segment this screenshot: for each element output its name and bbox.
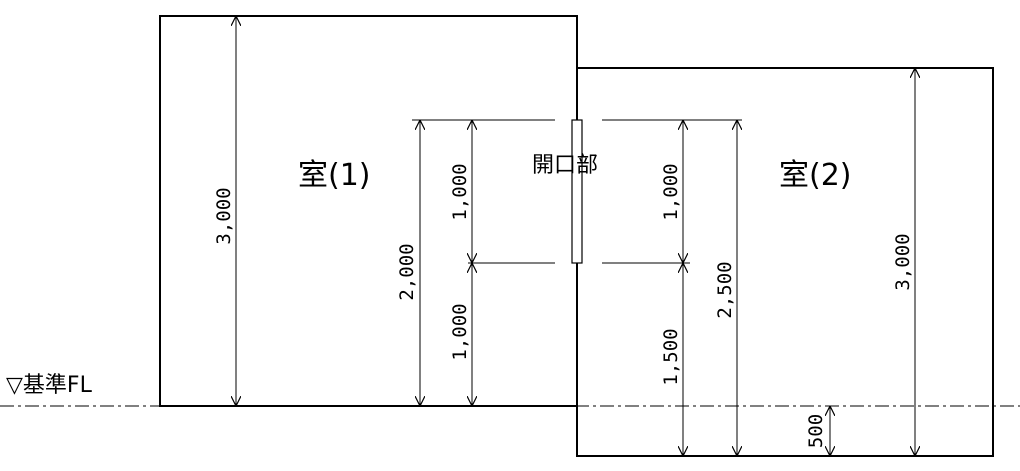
reference-fl-label: ▽基準FL: [6, 373, 93, 398]
dim-text-room1-height: 3,000: [213, 187, 235, 244]
dim-text-opening-sill-left: 1,000: [449, 303, 471, 360]
opening-window: [571, 119, 583, 264]
extension-lines: [412, 119, 742, 264]
dim-text-room1-opening-top: 2,000: [396, 243, 418, 300]
dim-text-room2-height: 3,000: [892, 233, 914, 290]
dim-text-room2-floor-offset: 500: [805, 414, 827, 448]
dim-text-opening-height-right: 1,000: [660, 163, 682, 220]
dim-text-opening-sill-right: 1,500: [660, 328, 682, 385]
opening-label: 開口部: [532, 153, 598, 178]
room2-outline: [576, 67, 994, 457]
room2-label: 室(2): [779, 158, 852, 193]
dim-text-opening-height-left: 1,000: [449, 163, 471, 220]
dim-text-room2-opening-top: 2,500: [714, 261, 736, 318]
room1-label: 室(1): [298, 158, 371, 193]
